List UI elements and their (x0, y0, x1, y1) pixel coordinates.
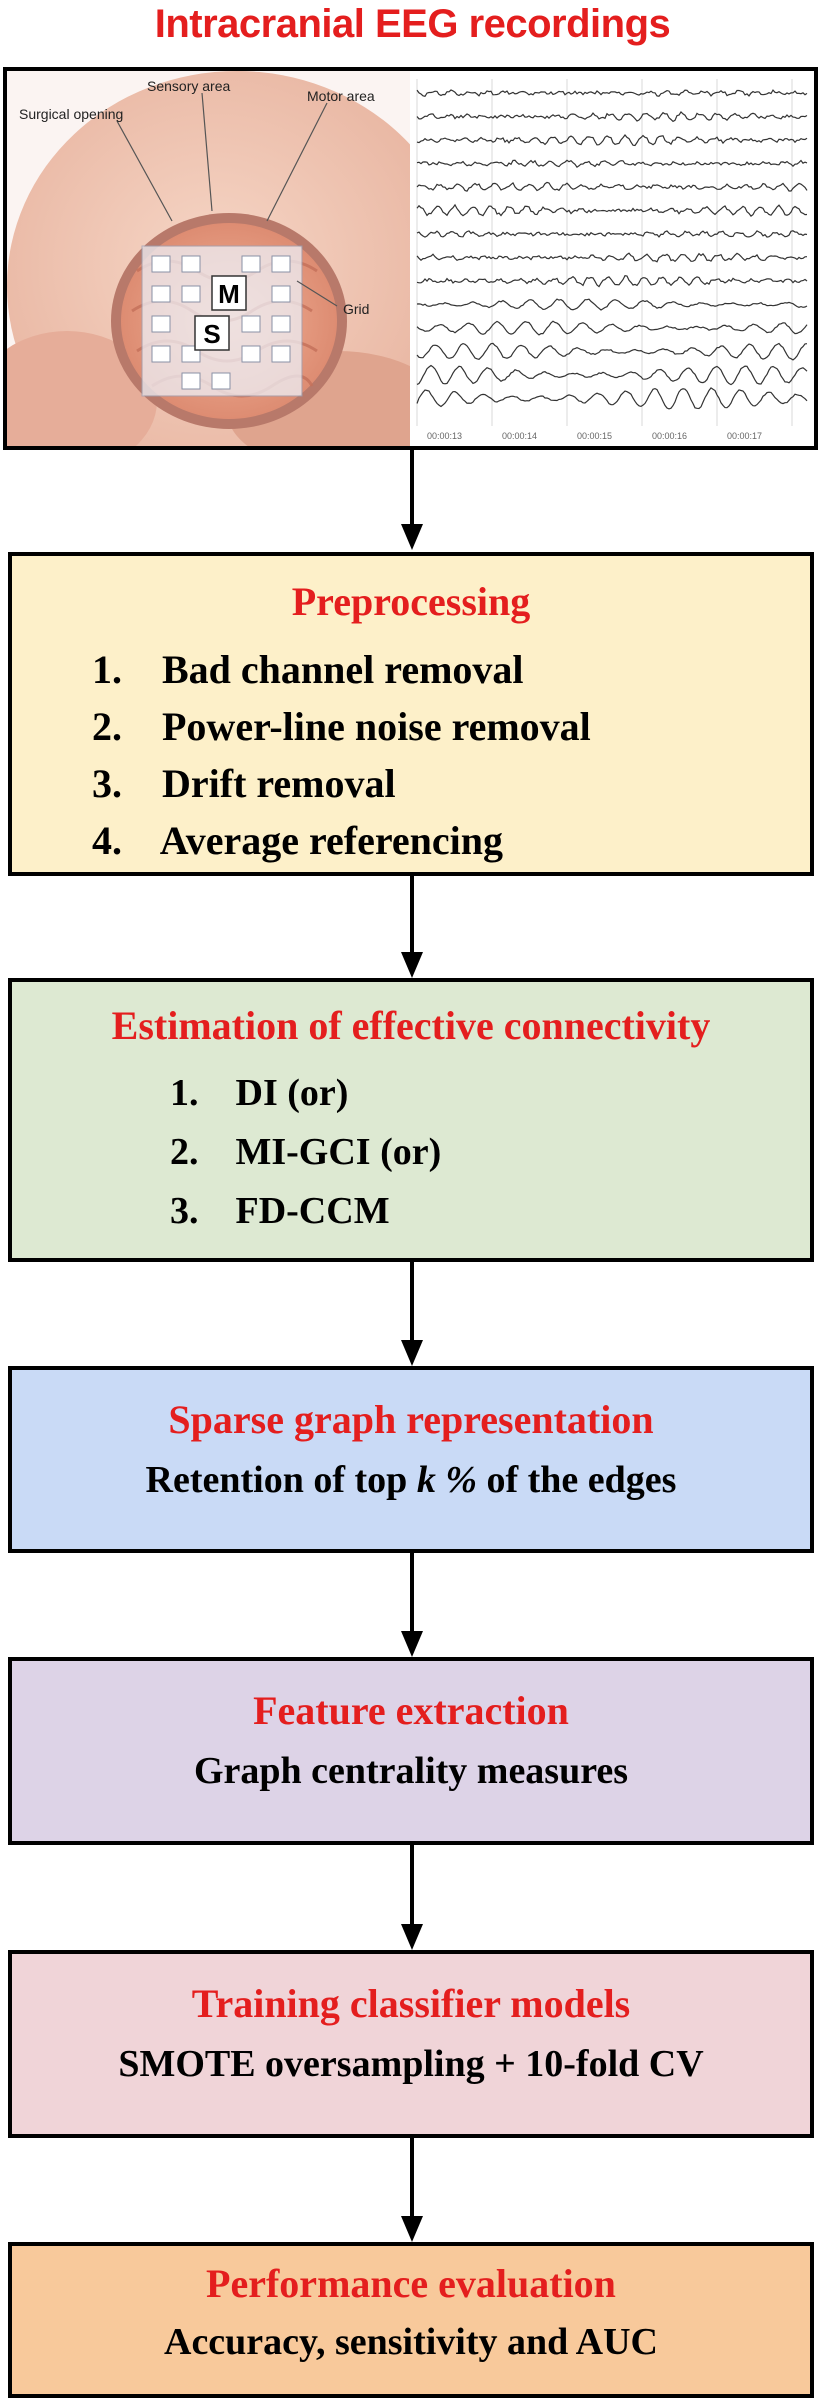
eeg-trace (416, 159, 808, 169)
grid-label: Grid (343, 301, 369, 317)
evaluation-box: Performance evaluation Accuracy, sensiti… (8, 2242, 814, 2398)
eeg-trace (416, 230, 808, 238)
flow-arrow-5 (401, 1845, 423, 1950)
preprocessing-steps: 1. Bad channel removal 2. Power-line noi… (92, 641, 591, 869)
eeg-traces-panel: 00:00:13 00:00:14 00:00:15 00:00:16 00:00:17 (412, 71, 814, 446)
surgical-opening-label: Surgical opening (19, 106, 123, 122)
flow-arrow-4 (401, 1553, 423, 1657)
eeg-trace (416, 134, 808, 147)
step-item: 2. MI-GCI (or) (170, 1131, 442, 1173)
connectivity-steps: 1. DI (or) 2. MI-GCI (or) 3. FD-CCM (170, 1064, 441, 1241)
evaluation-subtitle: Accuracy, sensitivity and AUC (164, 2321, 658, 2363)
sensory-marker: S (203, 319, 220, 349)
eeg-trace (416, 364, 808, 386)
feature-extraction-title: Feature extraction (253, 1688, 569, 1733)
eeg-trace (416, 89, 808, 97)
diagram-title: Intracranial EEG recordings (154, 2, 671, 46)
eeg-trace (416, 275, 808, 288)
eeg-illustration-svg: M S Surgical opening Sensory area Motor … (7, 71, 814, 446)
sparse-graph-title: Sparse graph representation (168, 1397, 654, 1442)
sensory-area-label: Sensory area (147, 78, 230, 94)
feature-extraction-box: Feature extraction Graph centrality meas… (8, 1657, 814, 1845)
step-item: 1. DI (or) (170, 1072, 349, 1114)
head-illustration: M S Surgical opening Sensory area Motor … (7, 71, 410, 446)
training-box: Training classifier models SMOTE oversam… (8, 1950, 814, 2138)
eeg-trace (416, 387, 808, 410)
feature-extraction-subtitle: Graph centrality measures (193, 1750, 629, 1792)
flow-arrow-1 (401, 450, 423, 550)
eeg-trace (416, 252, 808, 263)
eeg-trace (416, 342, 808, 361)
eeg-trace (416, 298, 808, 311)
time-tick-label: 00:00:16 (652, 431, 687, 441)
electrode-grid: M S (141, 245, 303, 397)
time-tick-label: 00:00:15 (577, 431, 612, 441)
flow-arrow-2 (401, 876, 423, 978)
step-item: 3. Drift removal (92, 761, 396, 806)
flow-arrow-6 (401, 2138, 423, 2242)
eeg-trace (416, 181, 808, 192)
time-tick-label: 00:00:14 (502, 431, 537, 441)
sparse-graph-subtitle: Retention of top k % of the edges (145, 1459, 677, 1501)
motor-area-label: Motor area (307, 88, 375, 104)
preprocessing-box: Preprocessing 1. Bad channel removal 2. … (8, 552, 814, 876)
eeg-illustration: M S Surgical opening Sensory area Motor … (3, 67, 818, 450)
time-tick-label: 00:00:17 (727, 431, 762, 441)
time-tick-label: 00:00:13 (427, 431, 462, 441)
connectivity-title: Estimation of effective connectivity (111, 1003, 711, 1048)
step-item: 4. Average referencing (92, 818, 503, 863)
eeg-trace (416, 320, 808, 336)
connectivity-box: Estimation of effective connectivity 1. … (8, 978, 814, 1262)
eeg-trace (416, 110, 808, 123)
flow-arrow-3 (401, 1262, 423, 1366)
preprocessing-title: Preprocessing (291, 579, 531, 624)
eeg-trace (416, 203, 808, 217)
step-item: 3. FD-CCM (170, 1190, 390, 1232)
sparse-graph-box: Sparse graph representation Retention of… (8, 1366, 814, 1553)
step-item: 1. Bad channel removal (92, 647, 524, 692)
training-subtitle: SMOTE oversampling + 10-fold CV (118, 2043, 704, 2085)
evaluation-title: Performance evaluation (206, 2261, 616, 2306)
training-title: Training classifier models (191, 1981, 631, 2026)
motor-marker: M (218, 279, 240, 309)
step-item: 2. Power-line noise removal (92, 704, 591, 749)
